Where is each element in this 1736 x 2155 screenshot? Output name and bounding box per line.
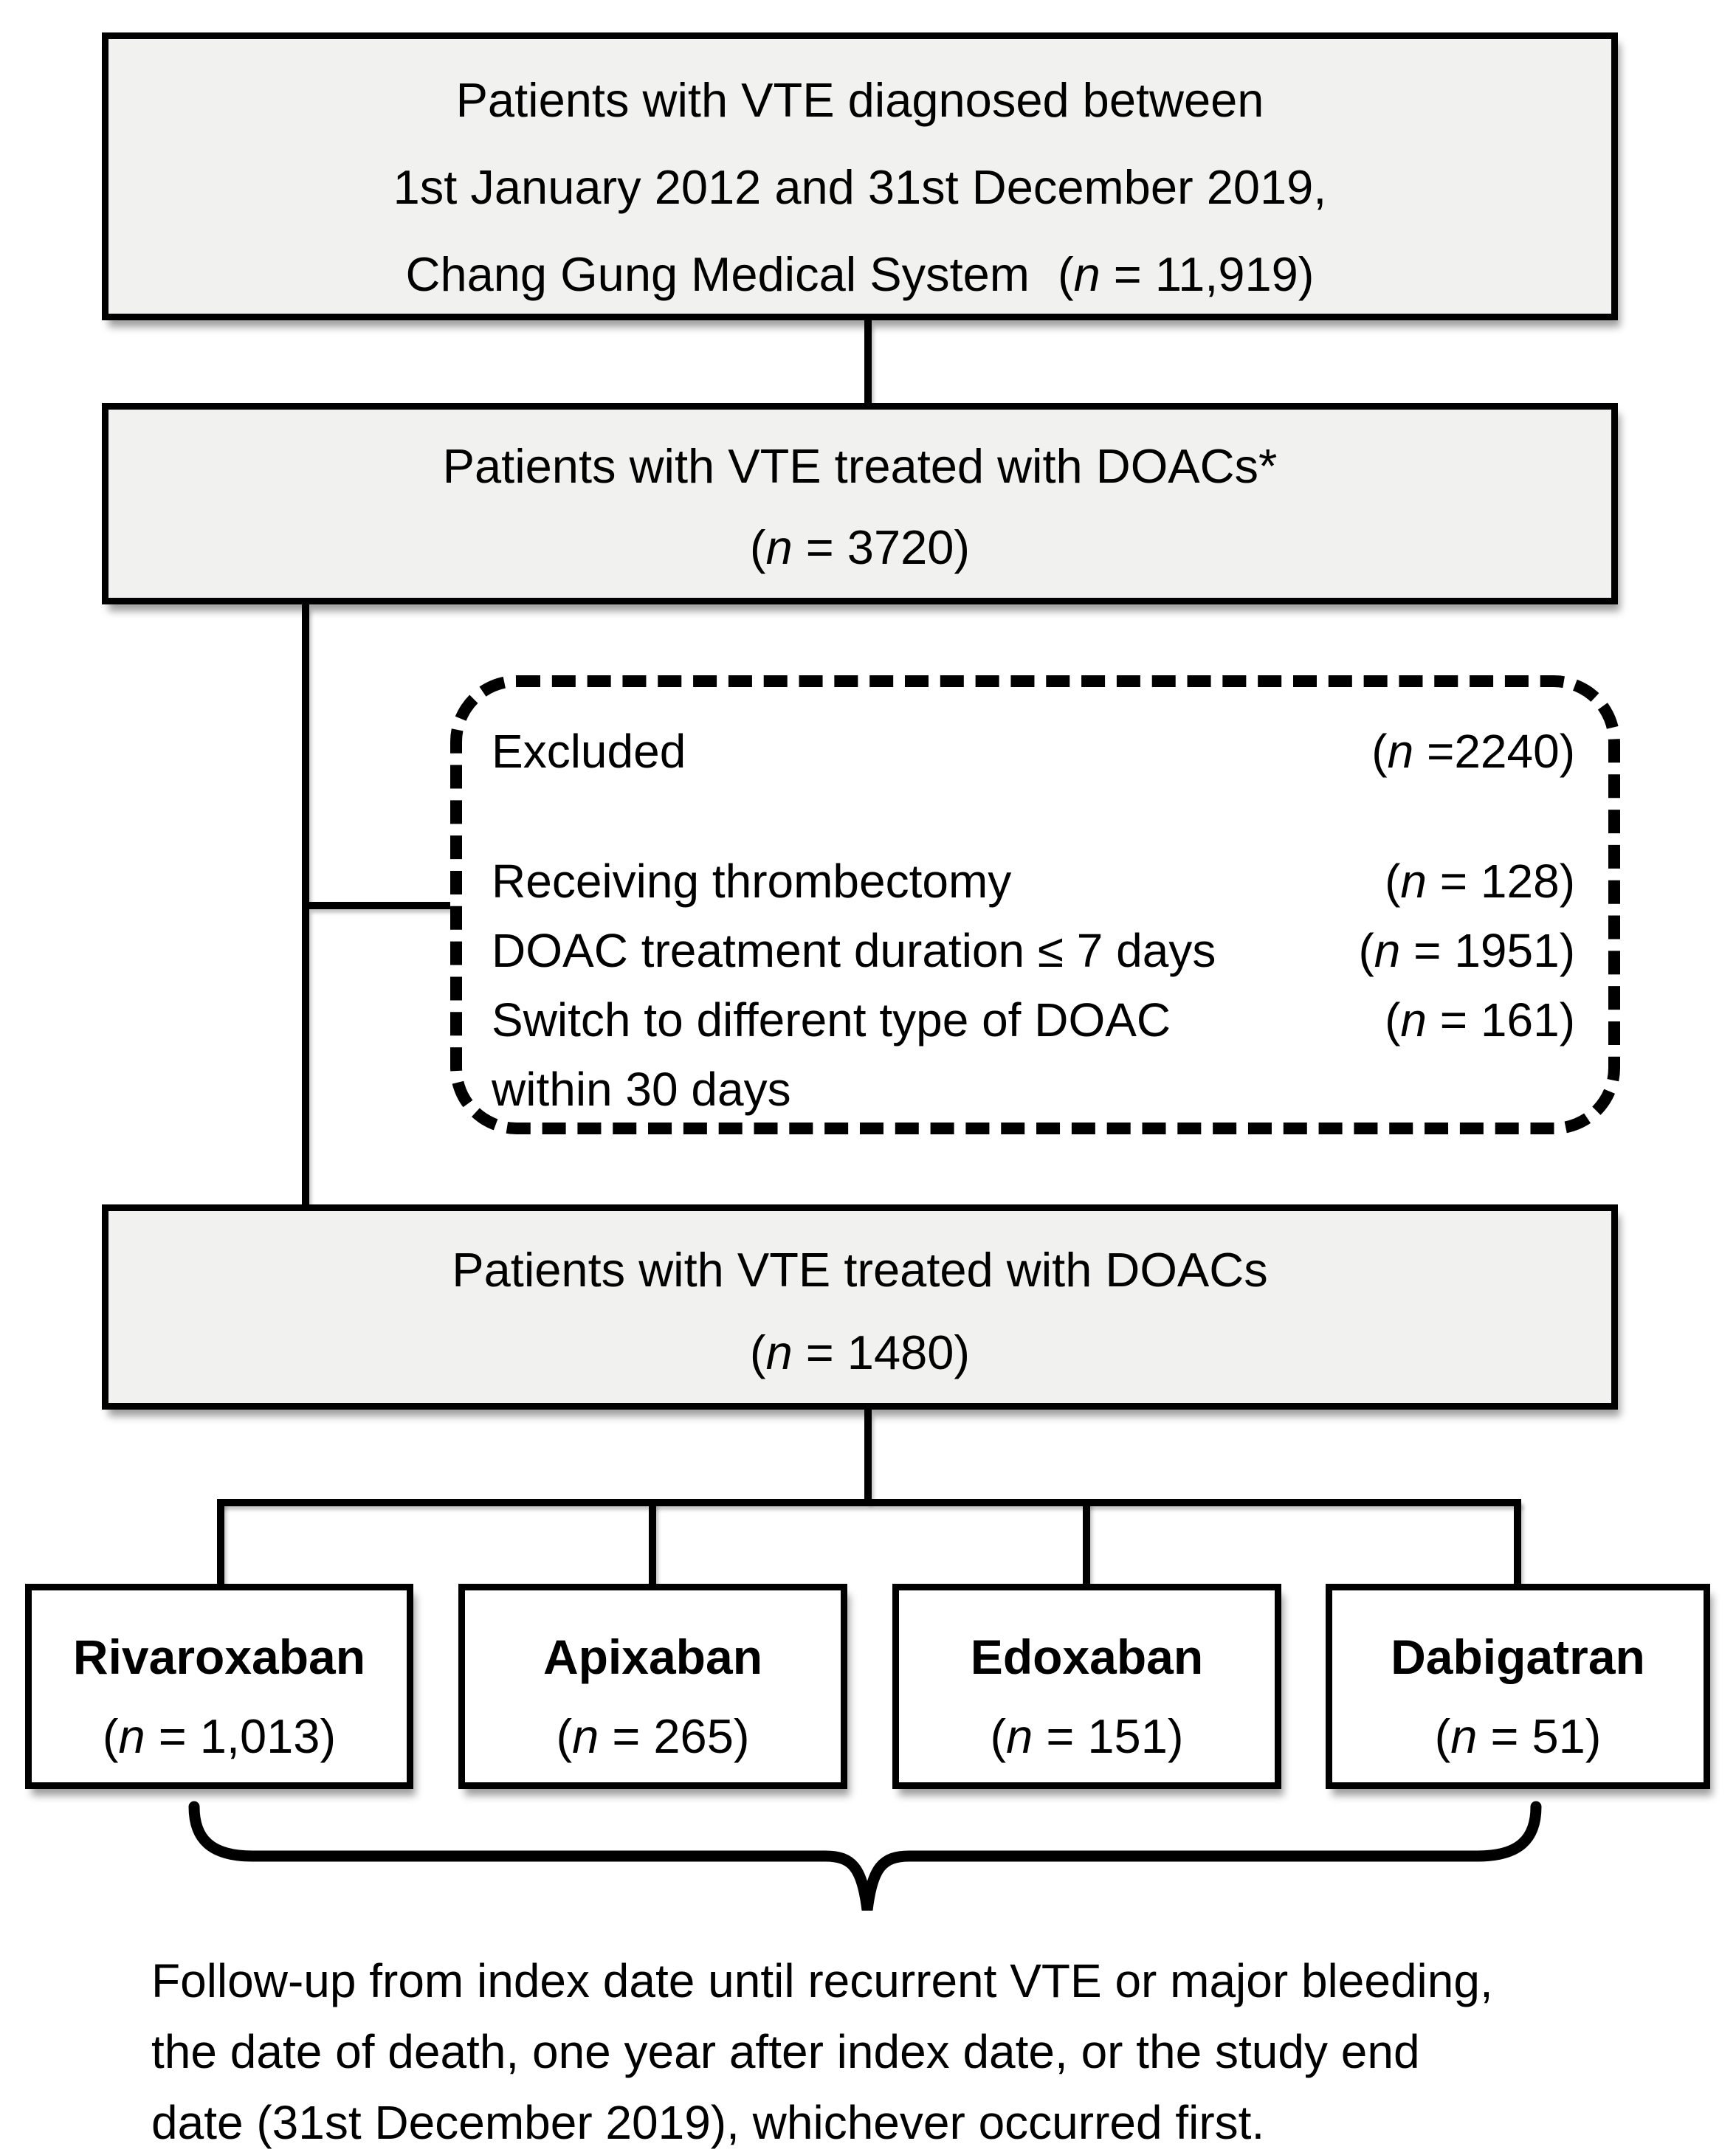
box-line: Patients with VTE treated with DOACs (452, 1243, 1268, 1297)
connector-drop-edoxaban (1083, 1499, 1090, 1586)
connector-left-vertical (302, 604, 309, 1208)
box-excluded: Excluded (n =2240) Receiving thrombectom… (450, 675, 1620, 1134)
connector-bottom-vertical (864, 1410, 872, 1503)
connector-drop-rivaroxaban (217, 1499, 224, 1586)
excluded-item-label: within 30 days (492, 1063, 791, 1116)
excluded-item: Switch to different type of DOAC (n = 16… (492, 985, 1575, 1055)
excluded-item: DOAC treatment duration ≤ 7 days (n = 19… (492, 916, 1575, 985)
box-line: Patients with VTE diagnosed between (455, 73, 1264, 127)
box-line: Chang Gung Medical System (n = 11,919) (108, 231, 1611, 318)
footnote-line: the date of death, one year after index … (151, 2025, 1420, 2078)
drug-name: Rivaroxaban (72, 1630, 366, 1684)
excluded-item-label: Receiving thrombectomy (492, 855, 1012, 908)
excluded-header: Excluded (n =2240) (492, 717, 1575, 786)
excluded-item-label: DOAC treatment duration ≤ 7 days (492, 924, 1216, 977)
n-count: (n = 51) (1434, 1709, 1602, 1763)
n-count: (n = 1,013) (102, 1709, 337, 1763)
n-count: (n = 128) (1385, 855, 1575, 908)
n-count: (n = 161) (1385, 993, 1575, 1047)
box-vte-treated-doacs-star: Patients with VTE treated with DOACs* (n… (102, 403, 1618, 604)
box-line: Patients with VTE treated with DOACs* (442, 439, 1278, 493)
connector-drop-dabigatran (1514, 1499, 1521, 1586)
n-count: (n = 1951) (1358, 924, 1575, 977)
excluded-item-label: Switch to different type of DOAC (492, 993, 1171, 1047)
box-line: 1st January 2012 and 31st December 2019, (393, 160, 1327, 214)
box-rivaroxaban: Rivaroxaban (n = 1,013) (25, 1584, 413, 1789)
box-apixaban: Apixaban (n = 265) (458, 1584, 847, 1789)
connector-top-vertical (864, 320, 872, 407)
box-dabigatran: Dabigatran (n = 51) (1326, 1584, 1710, 1789)
n-count: (n = 11,919) (1057, 247, 1315, 301)
n-count: (n = 265) (556, 1709, 750, 1763)
spacer (492, 786, 1575, 847)
connector-excluded-horizontal (306, 902, 465, 909)
box-line-text: Chang Gung Medical System (405, 247, 1030, 301)
excluded-title: Excluded (492, 725, 686, 778)
connector-drop-apixaban (649, 1499, 656, 1586)
excluded-item: within 30 days (492, 1055, 1575, 1124)
n-count: (n = 3720) (749, 520, 971, 574)
drug-name: Dabigatran (1391, 1630, 1645, 1684)
n-count: (n = 151) (990, 1709, 1184, 1763)
footnote-line: Follow-up from index date until recurren… (151, 1954, 1493, 2007)
n-count: (n =2240) (1371, 725, 1575, 778)
box-vte-diagnosed: Patients with VTE diagnosed between 1st … (102, 32, 1618, 320)
box-edoxaban: Edoxaban (n = 151) (892, 1584, 1281, 1789)
excluded-item: Receiving thrombectomy (n = 128) (492, 847, 1575, 916)
curly-brace-icon (177, 1793, 1565, 1926)
footnote-line: date (31st December 2019), whichever occ… (151, 2096, 1265, 2149)
drug-name: Apixaban (542, 1630, 763, 1684)
connector-branch-horizontal (217, 1499, 1521, 1506)
box-vte-treated-doacs-final: Patients with VTE treated with DOACs (n … (102, 1204, 1618, 1410)
footnote-text: Follow-up from index date until recurren… (151, 1945, 1635, 2155)
n-count: (n = 1480) (749, 1325, 971, 1379)
drug-name: Edoxaban (970, 1630, 1204, 1684)
